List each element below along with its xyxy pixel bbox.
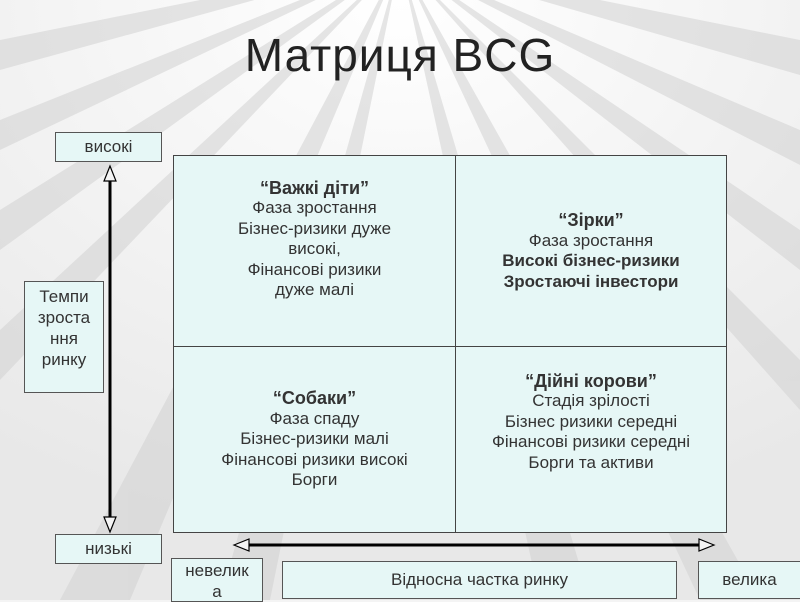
- quadrant-line: Зростаючі інвестори: [503, 271, 679, 291]
- quadrant-line: високі,: [288, 239, 341, 258]
- quadrant-line: Борги та активи: [528, 452, 654, 472]
- share-small-line: а: [212, 582, 222, 601]
- quadrant-dogs: “Собаки” Фаза спаду Бізнес-ризики малі Ф…: [174, 347, 455, 532]
- quadrant-stars: “Зірки” Фаза зростання Високі бізнес-риз…: [456, 156, 726, 346]
- growth-high-label: високі: [55, 132, 162, 162]
- quadrant-title: “Собаки”: [272, 388, 357, 409]
- quadrant-line: Високі бізнес-ризики: [502, 251, 680, 270]
- market-growth-line: зроста: [37, 308, 91, 327]
- quadrant-line: Фаза зростання: [528, 230, 654, 250]
- bcg-matrix: “Важкі діти” Фаза зростання Бізнес-ризик…: [173, 155, 727, 533]
- quadrant-line: Фаза спаду: [269, 408, 360, 428]
- share-small-line: невелик: [185, 561, 249, 580]
- quadrant-cash-cows: “Дійні корови” Стадія зрілості Бізнес ри…: [456, 347, 726, 497]
- matrix-horizontal-divider: [174, 346, 726, 347]
- market-growth-line: ння: [50, 329, 78, 348]
- quadrant-title: “Дійні корови”: [525, 370, 657, 391]
- quadrant-line: Фінансові ризики середні: [491, 432, 691, 452]
- quadrant-line: Фінансові ризики високі: [221, 449, 408, 469]
- growth-low-label: низькі: [55, 534, 162, 564]
- market-growth-label: Темпи зроста ння ринку: [24, 281, 104, 393]
- matrix-vertical-divider: [455, 156, 456, 532]
- share-large-label: велика: [698, 561, 800, 599]
- page-title: Матриця BCG: [244, 29, 556, 81]
- share-small-label: невелик а: [171, 558, 263, 602]
- quadrant-line: Бізнес-ризики дуже: [237, 218, 392, 238]
- quadrant-title: “Зірки”: [558, 210, 624, 230]
- market-growth-line: ринку: [41, 350, 87, 369]
- quadrant-title: “Важкі діти”: [259, 177, 370, 198]
- relative-market-share-label: Відносна частка ринку: [282, 561, 677, 599]
- quadrant-line: дуже малі: [275, 280, 354, 299]
- quadrant-line: Фаза зростання: [252, 198, 377, 217]
- quadrant-line: Фінансові ризики: [247, 259, 382, 279]
- market-growth-line: Темпи: [39, 287, 89, 306]
- quadrant-line: Бізнес-ризики малі: [240, 429, 389, 449]
- quadrant-line: Бізнес ризики середні: [504, 411, 678, 431]
- quadrant-question-marks: “Важкі діти” Фаза зростання Бізнес-ризик…: [174, 156, 455, 322]
- quadrant-line: Борги: [291, 470, 338, 490]
- quadrant-line: Стадія зрілості: [532, 391, 650, 411]
